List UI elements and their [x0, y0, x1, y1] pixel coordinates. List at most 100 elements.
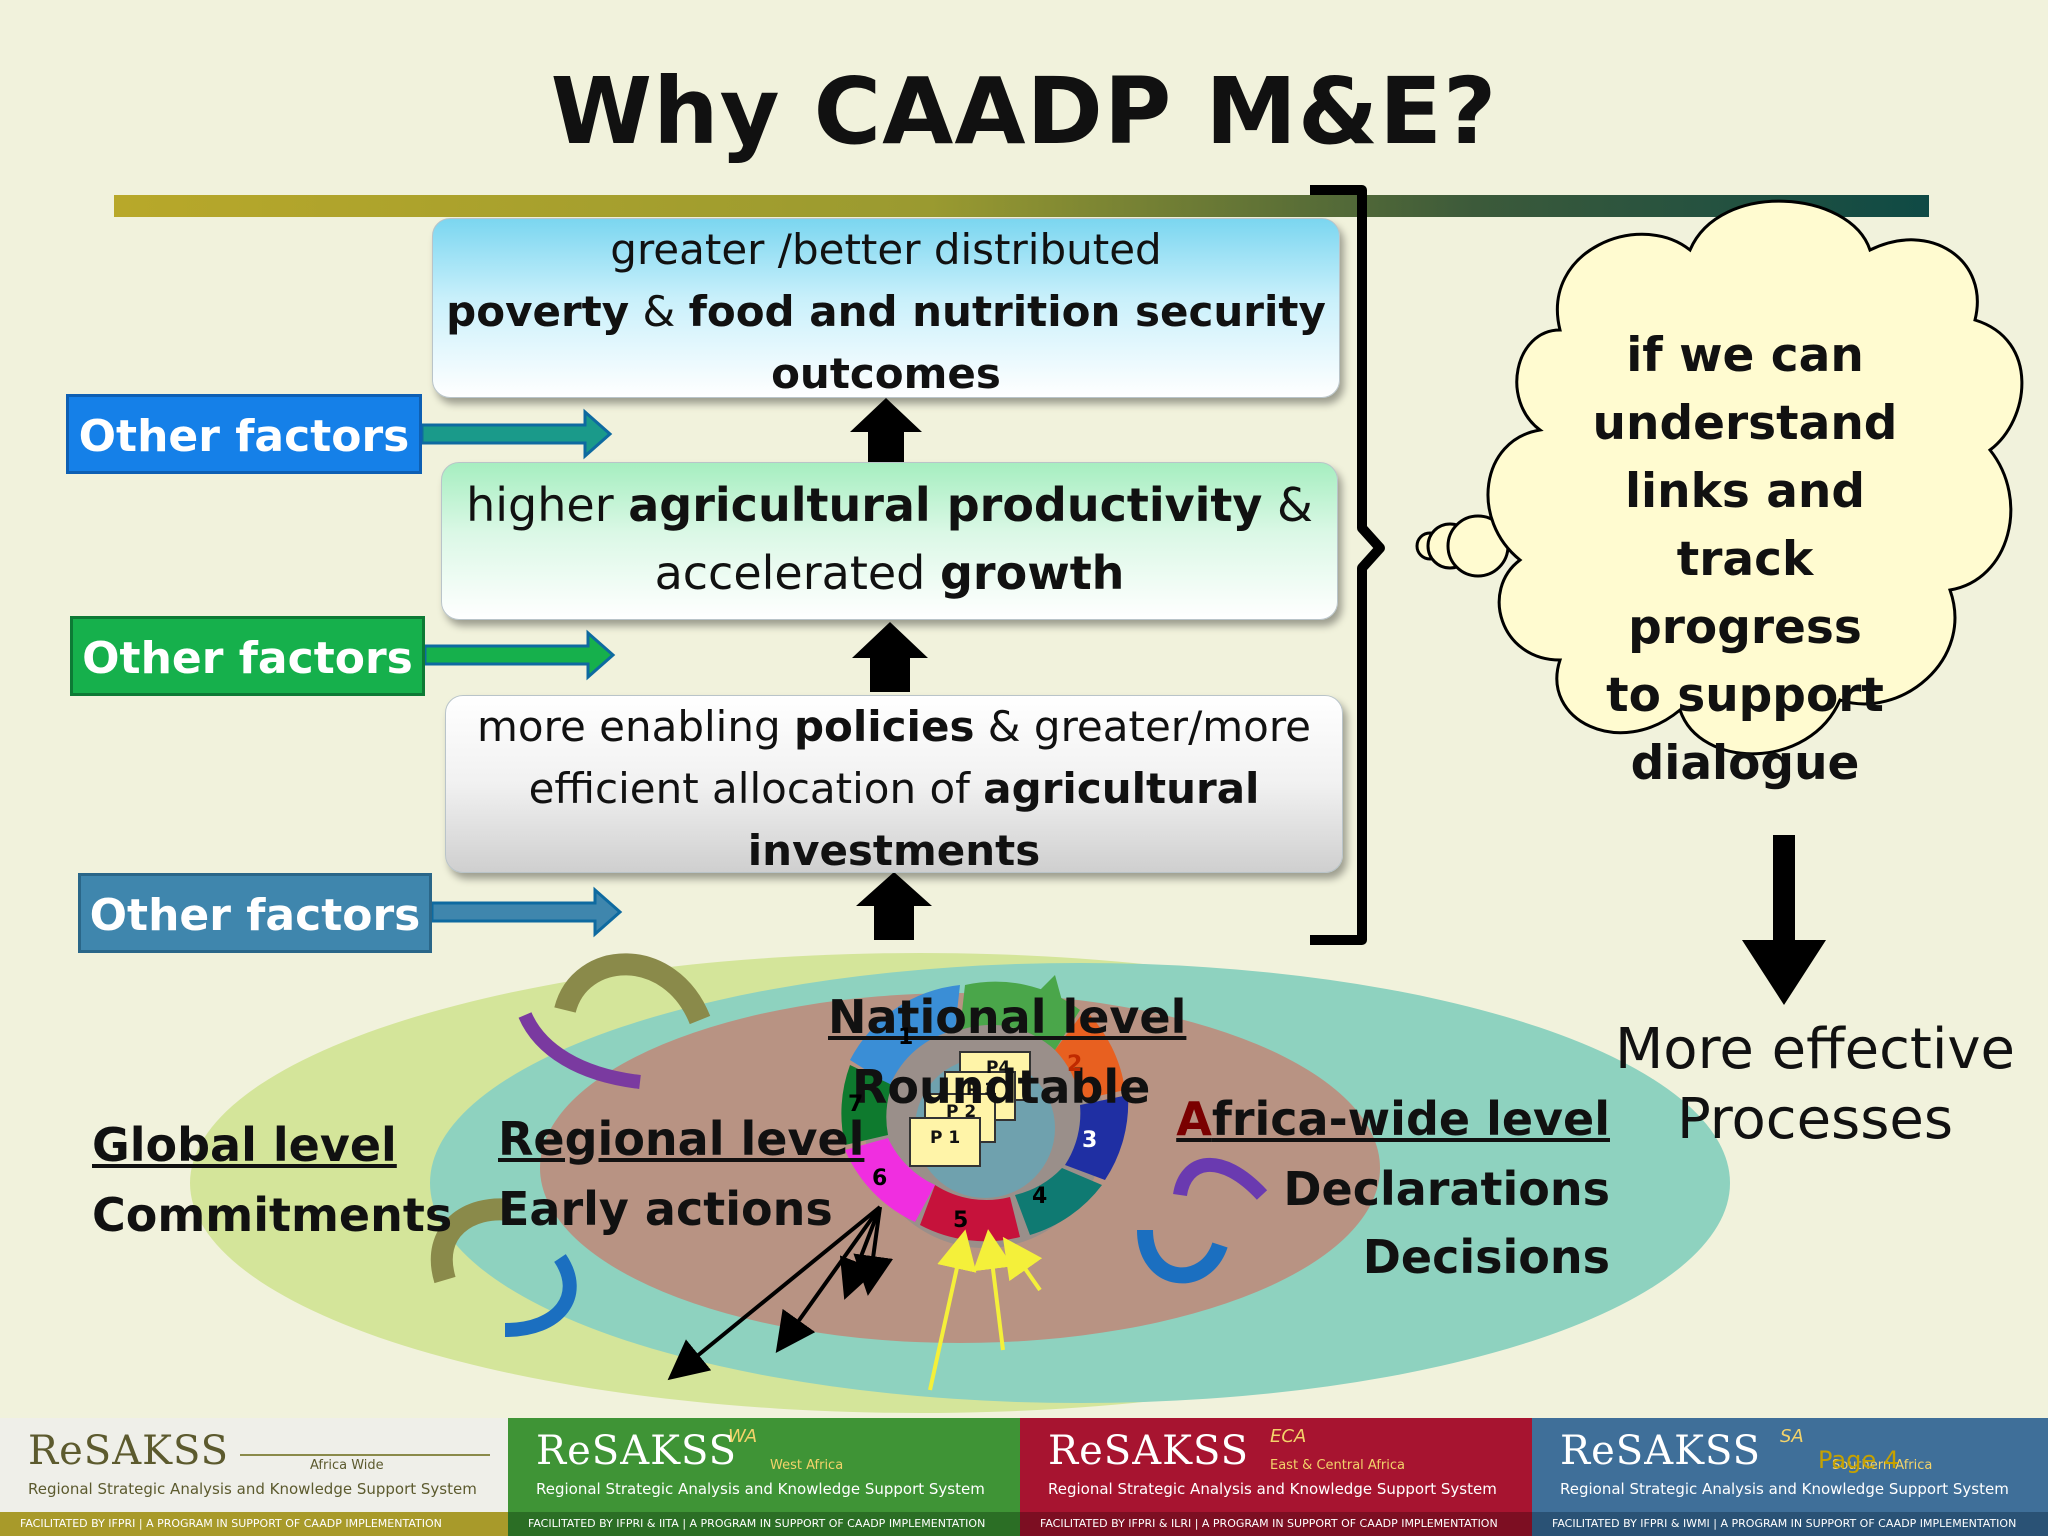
- footer-region: Africa Wide: [310, 1458, 384, 1473]
- cycle-arrow-4: [1065, 1095, 1129, 1180]
- africa-level-sub-1: Declarations: [1283, 1162, 1610, 1216]
- global-level-sub: Commitments: [92, 1188, 453, 1242]
- footer-region: East & Central Africa: [1270, 1458, 1405, 1473]
- yellow-arrow-3: [1002, 1236, 1043, 1292]
- footer-facilitated: FACILITATED BY IFPRI & IITA | A PROGRAM …: [508, 1512, 1020, 1536]
- footer-panel-west-africa: ReSAKSS WA West Africa Regional Strategi…: [508, 1418, 1020, 1536]
- outcomes-amp: &: [629, 287, 689, 336]
- cycle-arrow-6: [920, 1185, 1020, 1242]
- curved-arrow-olive-bottom: [430, 1198, 512, 1284]
- cycle-arrow-8: [841, 1065, 892, 1145]
- cycle-number-2: 2: [1067, 1052, 1083, 1077]
- thought-cloud-text: if we can understand links and track pro…: [1560, 322, 1930, 798]
- cycle-arrow-5: [1015, 1168, 1102, 1235]
- right-bracket: [1310, 185, 1385, 945]
- footer-brand: ReSAKSS: [536, 1428, 738, 1474]
- cycle-number-5: 5: [953, 1208, 969, 1233]
- footer-subtitle: Regional Strategic Analysis and Knowledg…: [1560, 1480, 2009, 1498]
- footer-brand: ReSAKSS: [28, 1428, 230, 1474]
- page-p2-label: P 2: [946, 1102, 977, 1122]
- global-level-title: Global level: [92, 1118, 397, 1172]
- productivity-line-2: accelerated growth: [442, 539, 1337, 607]
- outcomes-food-security: food and nutrition security: [688, 287, 1326, 336]
- footer-brand: ReSAKSS: [1048, 1428, 1250, 1474]
- page-p1: [909, 1117, 981, 1167]
- africa-level-sub-2: Decisions: [1362, 1230, 1610, 1284]
- page-number: Page 4: [1818, 1446, 1899, 1474]
- footer-panel-southern-africa: ReSAKSS SA Southern Africa Regional Stra…: [1532, 1418, 2048, 1536]
- africa-initial: A: [1176, 1092, 1212, 1146]
- productivity-growth: growth: [939, 546, 1125, 600]
- other-factors-3: Other factors: [78, 873, 432, 953]
- outcomes-poverty: poverty: [446, 287, 630, 336]
- black-arrow-2: [775, 1205, 882, 1354]
- outcomes-box: greater /better distributed poverty & fo…: [432, 218, 1340, 398]
- page-p3-label: P 3: [966, 1080, 997, 1100]
- up-arrow-3: [856, 872, 932, 940]
- footer-facilitated: FACILITATED BY IFPRI | A PROGRAM IN SUPP…: [0, 1512, 508, 1536]
- policies-line-1: more enabling policies & greater/more: [446, 696, 1342, 758]
- regional-level-title: Regional level: [498, 1112, 865, 1166]
- other-factors-2: Other factors: [70, 616, 425, 696]
- policies-box: more enabling policies & greater/more ef…: [445, 695, 1343, 875]
- cycle-arrow-7: [845, 1138, 935, 1222]
- footer-tag: WA: [728, 1426, 758, 1447]
- national-level-title: National level: [828, 990, 1187, 1044]
- footer-banner: ReSAKSS Africa Wide Regional Strategic A…: [0, 1418, 2048, 1536]
- diagram-graphics: [190, 185, 2024, 1413]
- curved-arrow-purple-top: [518, 1011, 641, 1089]
- productivity-higher: higher: [466, 478, 629, 532]
- outcomes-line-1: greater /better distributed: [610, 225, 1162, 274]
- policies-line-2: efficient allocation of agricultural: [446, 758, 1342, 820]
- footer-facilitated: FACILITATED BY IFPRI & ILRI | A PROGRAM …: [1020, 1512, 1532, 1536]
- footer-tag: SA: [1780, 1426, 1804, 1447]
- footer-subtitle: Regional Strategic Analysis and Knowledg…: [28, 1480, 477, 1498]
- footer-facilitated: FACILITATED BY IFPRI & IWMI | A PROGRAM …: [1532, 1512, 2048, 1536]
- black-arrow-4: [853, 1206, 894, 1296]
- cloud-line-1: if we can: [1626, 328, 1864, 383]
- footer-brand: ReSAKSS: [1560, 1428, 1762, 1474]
- cycle-arrow-3: [1055, 1010, 1125, 1100]
- up-arrow-2: [852, 622, 928, 692]
- curved-arrow-blue-bottom: [504, 1254, 577, 1337]
- policies-efficient: efficient allocation of: [528, 764, 984, 813]
- factor-arrow-1: [420, 408, 613, 460]
- result-line-1: More effective: [1614, 1017, 2015, 1082]
- national-level-sub: Roundtable: [852, 1060, 1151, 1114]
- yellow-arrow-2: [973, 1229, 1013, 1351]
- footer-subtitle: Regional Strategic Analysis and Knowledg…: [1048, 1480, 1497, 1498]
- footer-region: Southern Africa: [1832, 1458, 1933, 1473]
- cloud-line-6: dialogue: [1630, 736, 1860, 791]
- page-title: Why CAADP M&E?: [550, 58, 1498, 165]
- regional-level-sub: Early actions: [498, 1182, 833, 1236]
- yellow-arrow-1: [928, 1229, 977, 1391]
- down-arrow-shaft: [1773, 835, 1795, 945]
- outcomes-line-2: poverty & food and nutrition security: [433, 281, 1339, 343]
- outcomes-line-3: outcomes: [771, 349, 1001, 398]
- policies-more-enabling: more enabling: [476, 702, 794, 751]
- policies-policies: policies: [793, 702, 975, 751]
- cycle-graphic: [841, 975, 1129, 1248]
- factor-arrow-2: [423, 629, 616, 681]
- cycle-arrow-1: [850, 985, 960, 1085]
- cycle-number-7: 7: [848, 1092, 864, 1117]
- title-rule: [114, 195, 1929, 217]
- page-p1-label: P 1: [930, 1128, 961, 1148]
- cycle-number-3: 3: [1082, 1128, 1098, 1153]
- other-factors-1: Other factors: [66, 394, 422, 474]
- cycle-number-6: 6: [872, 1166, 888, 1191]
- up-arrow-1: [850, 398, 922, 465]
- black-arrow-1: [667, 1205, 882, 1381]
- cloud-line-4: track progress: [1628, 532, 1862, 655]
- cycle-arrow-2b: [1020, 975, 1070, 1030]
- productivity-amp: &: [1262, 478, 1313, 532]
- footer-panel-africa-wide: ReSAKSS Africa Wide Regional Strategic A…: [0, 1418, 508, 1536]
- curved-arrow-olive-top: [554, 953, 711, 1025]
- policies-agricultural: agricultural: [983, 764, 1260, 813]
- curved-arrow-purple-right: [1173, 1158, 1268, 1200]
- cloud-line-5: to support: [1606, 668, 1884, 723]
- footer-swoosh: [240, 1454, 490, 1456]
- cloud-line-3: links and: [1624, 464, 1866, 519]
- thought-cloud: [1486, 199, 2024, 756]
- productivity-box: higher agricultural productivity & accel…: [441, 462, 1338, 620]
